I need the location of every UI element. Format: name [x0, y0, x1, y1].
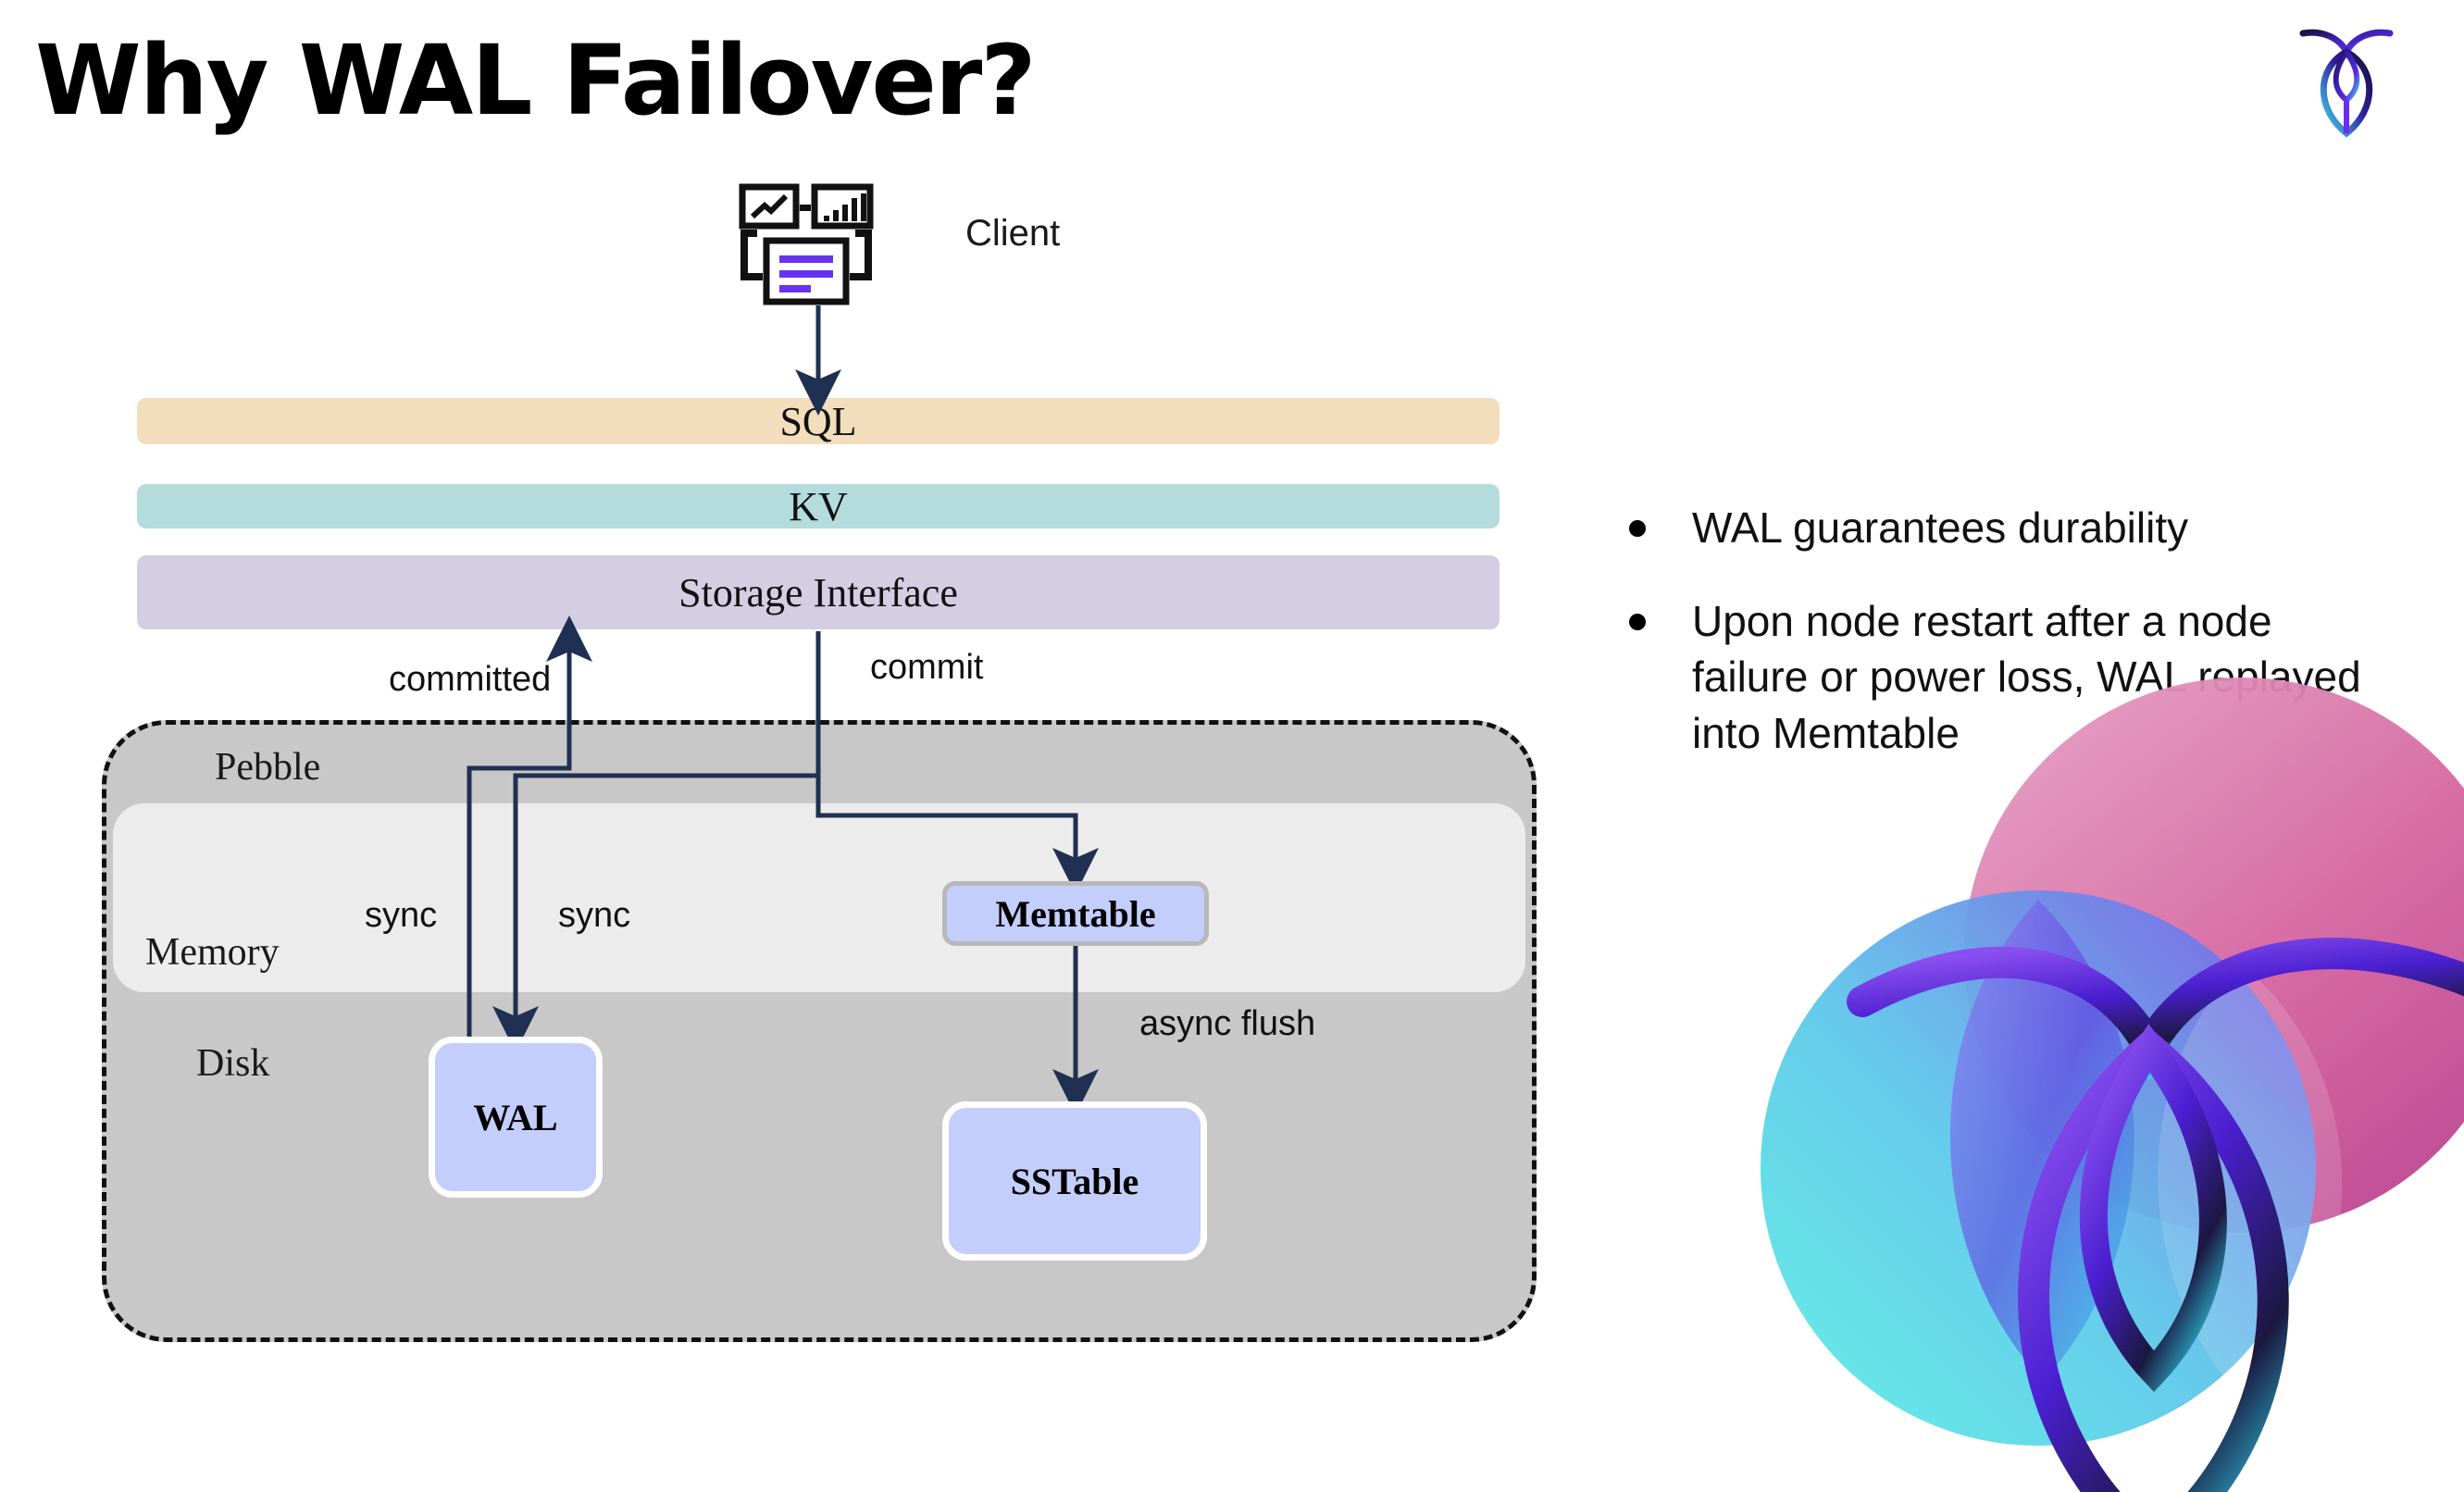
- edge-label-async-flush: async flush: [1139, 1004, 1316, 1043]
- node-wal: WAL: [429, 1037, 603, 1198]
- edge-label-sync-2: sync: [558, 896, 631, 935]
- layer-label-storage: Storage Interface: [678, 569, 958, 615]
- memory-region: [113, 803, 1525, 992]
- client-analytics-icon: [739, 183, 896, 324]
- layer-bar-kv: KV: [137, 483, 1500, 529]
- page-title: Why WAL Failover?: [35, 24, 1037, 137]
- pebble-label: Pebble: [215, 746, 321, 789]
- bullet-text: Upon node restart after a node failure o…: [1692, 596, 2361, 758]
- cockroachdb-logo-icon: [2296, 20, 2397, 141]
- edge-label-committed: committed: [389, 660, 552, 699]
- list-item: WAL guarantees durability: [1629, 500, 2397, 556]
- layer-bar-storage: Storage Interface: [137, 555, 1500, 629]
- client-label: Client: [965, 213, 1061, 254]
- layer-label-kv: KV: [789, 483, 848, 529]
- list-item: Upon node restart after a node failure o…: [1629, 593, 2397, 762]
- slide-canvas: Why WAL Failover?: [35, 20, 2464, 1492]
- disk-label: Disk: [196, 1042, 270, 1085]
- node-wal-label: WAL: [473, 1096, 558, 1138]
- diagram-connectors: [467, 305, 1099, 1115]
- edge-label-commit: commit: [870, 648, 984, 687]
- edge-label-sync-1: sync: [365, 896, 438, 935]
- node-sstable: SSTable: [942, 1101, 1207, 1261]
- memory-label: Memory: [145, 931, 280, 974]
- bullet-dot-icon: [1629, 613, 1646, 630]
- node-memtable-label: Memtable: [995, 892, 1156, 935]
- node-memtable: Memtable: [942, 881, 1209, 946]
- bullet-dot-icon: [1629, 520, 1646, 537]
- node-sstable-label: SSTable: [1010, 1160, 1139, 1202]
- bullet-list: WAL guarantees durability Upon node rest…: [1629, 500, 2397, 799]
- bullet-text: WAL guarantees durability: [1692, 504, 2189, 552]
